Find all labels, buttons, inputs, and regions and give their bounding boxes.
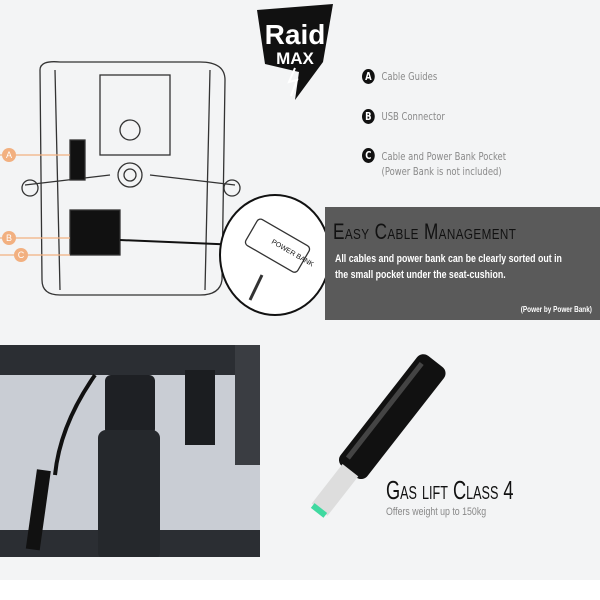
raidmax-logo: Raid MAX <box>255 2 335 102</box>
marker-a: A <box>2 148 16 162</box>
banner-title: Easy Cable Management <box>333 219 517 244</box>
chair-back-diagram: POWER BANK A B C <box>0 50 331 330</box>
legend-badge: C <box>362 148 375 163</box>
legend-item-cable-guides: A Cable Guides <box>362 69 437 84</box>
gas-lift-photo <box>0 345 260 557</box>
legend-item-pocket: C Cable and Power Bank Pocket (Power Ban… <box>362 148 506 179</box>
svg-text:MAX: MAX <box>276 49 314 68</box>
legend-label: Cable and Power Bank Pocket <box>381 150 506 163</box>
gas-lift-title: Gas lift Class 4 <box>386 475 514 505</box>
marker-b: B <box>2 231 16 245</box>
legend-label: USB Connector <box>381 110 445 123</box>
svg-text:Raid: Raid <box>265 19 326 50</box>
gas-lift-subtitle: Offers weight up to 150kg <box>386 506 487 518</box>
gas-lift-cylinder-image <box>275 340 465 560</box>
legend-sublabel: (Power Bank is not included) <box>381 165 502 178</box>
banner-body: All cables and power bank can be clearly… <box>335 253 562 281</box>
banner-note: (Power by Power Bank) <box>520 305 592 314</box>
legend-label: Cable Guides <box>381 70 438 83</box>
legend-badge: B <box>362 109 375 124</box>
legend-item-usb-connector: B USB Connector <box>362 109 445 124</box>
legend-badge: A <box>362 69 375 84</box>
marker-c: C <box>14 248 28 262</box>
cable-management-banner: Easy Cable Management All cables and pow… <box>325 207 600 320</box>
